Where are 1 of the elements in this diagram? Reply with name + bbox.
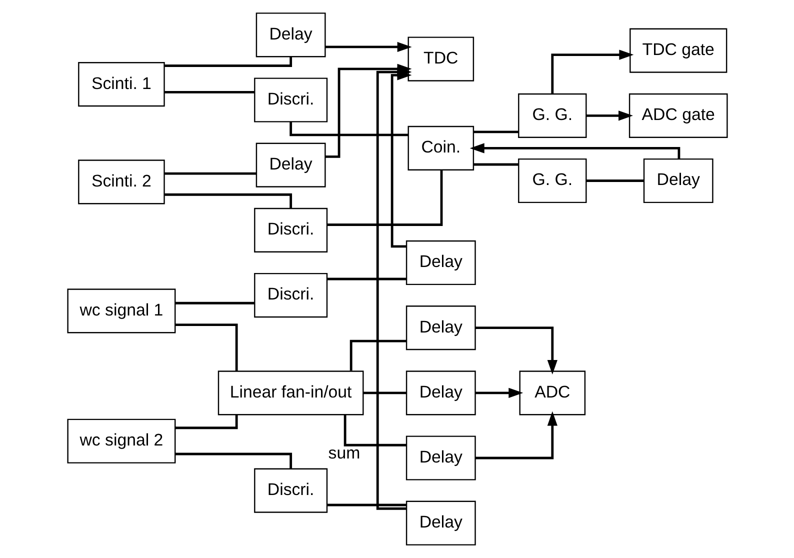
edge-label: sum	[328, 444, 360, 463]
